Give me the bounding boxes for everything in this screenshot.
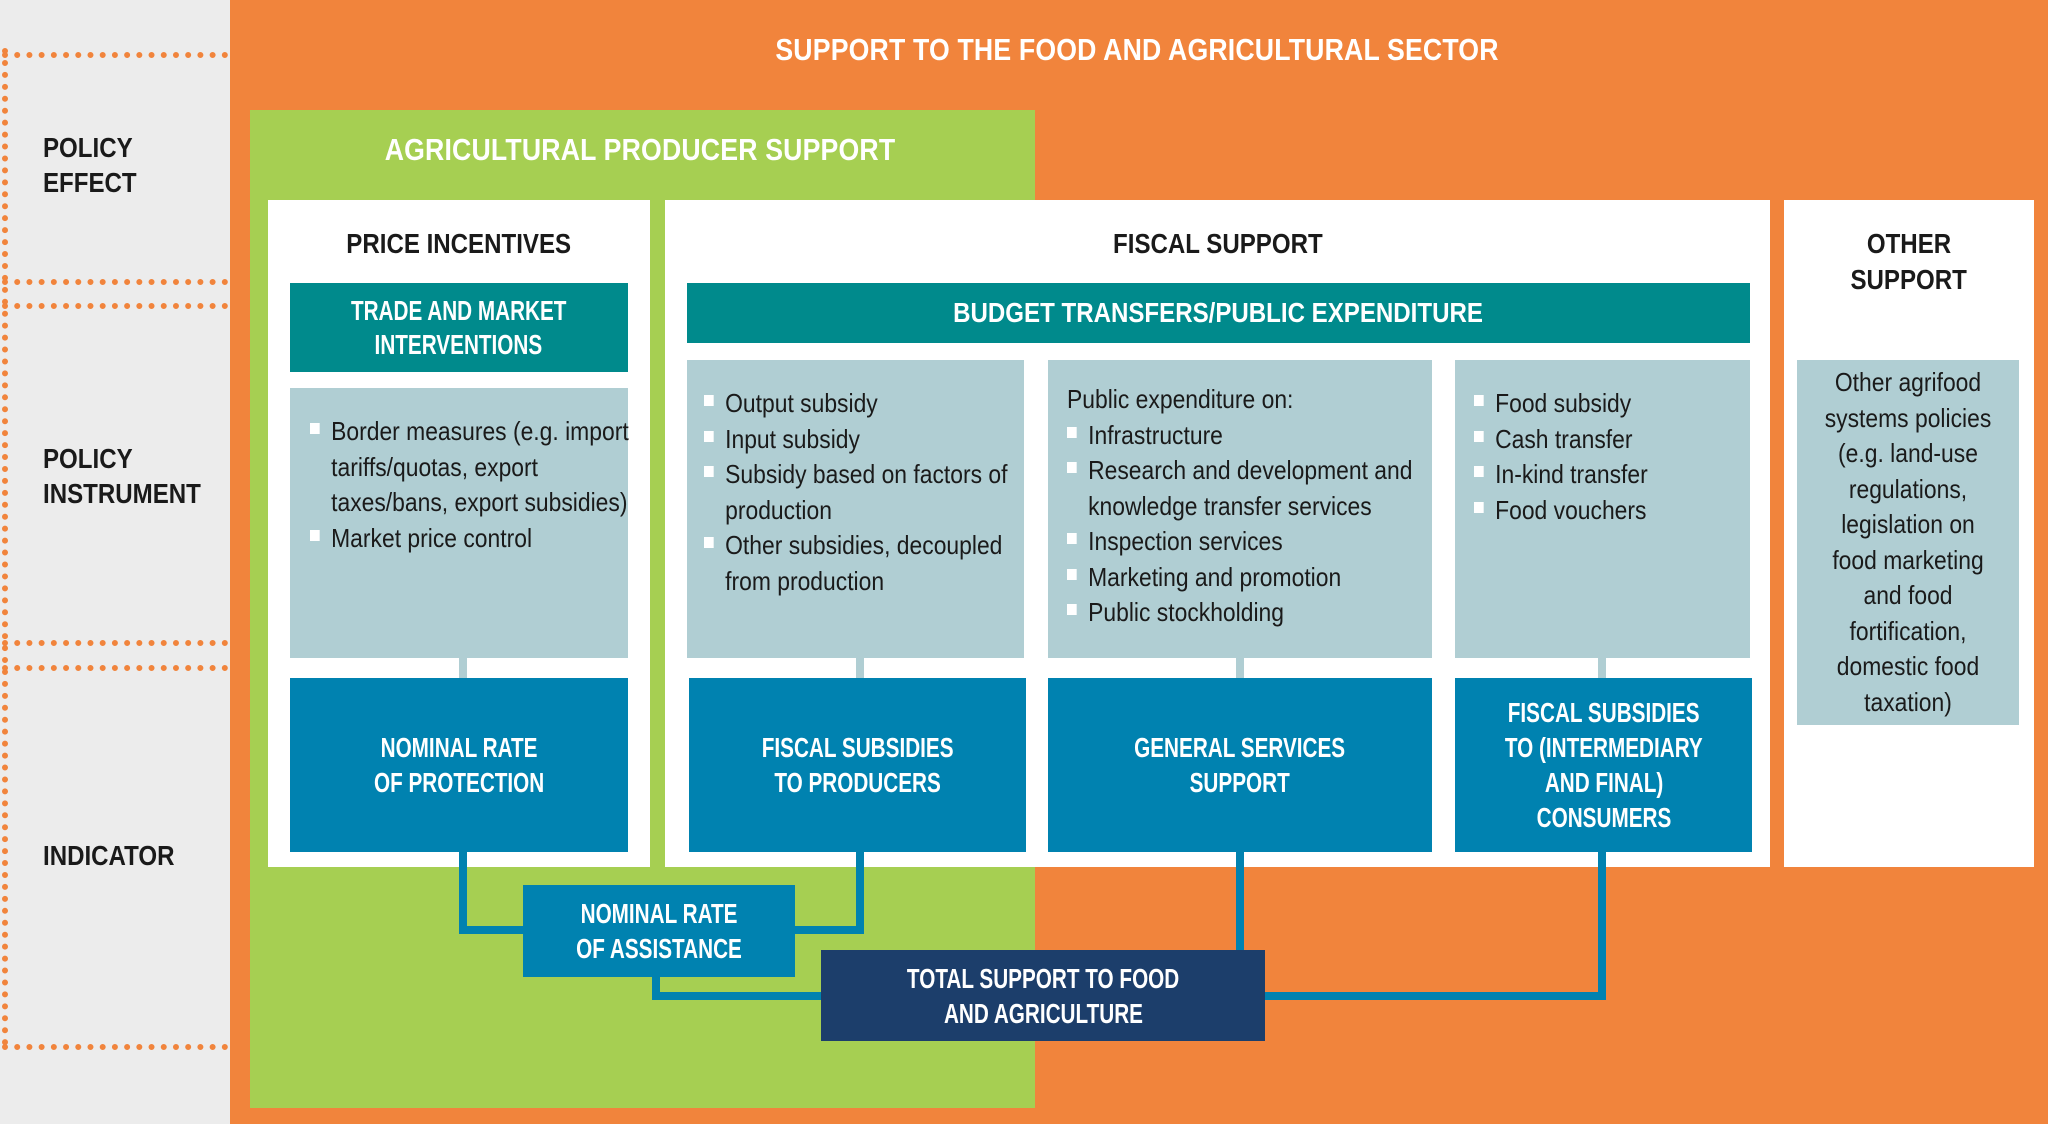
list-item: Food subsidy [1474,386,1760,422]
connector-nra-to-tsfa [652,992,822,1000]
budget-transfers-box: BUDGET TRANSFERS/PUBLIC EXPENDITURE [687,283,1750,343]
price-incentives-title: PRICE INCENTIVES [346,228,572,259]
consumer-transfers-box: Food subsidy Cash transfer In-kind trans… [1455,360,1750,658]
connector-fsc-to-tsfa [1263,992,1606,1000]
list-item: In-kind transfer [1474,457,1760,493]
producer-support-title: AGRICULTURAL PRODUCER SUPPORT [384,132,896,167]
list-item: Research and development and knowledge t… [1067,453,1443,524]
connector-fsp-to-nra [790,926,864,934]
other-policies-box: Other agrifood systems policies (e.g. la… [1797,360,2019,725]
list-item: Food vouchers [1474,493,1760,529]
dotted-guide-indicator-top [2,665,228,671]
list-item: Infrastructure [1067,418,1443,454]
connector-nrp-down [459,850,467,934]
list-item: Border measures (e.g. import tariffs/quo… [310,414,633,521]
price-instruments-box: Border measures (e.g. import tariffs/quo… [290,388,629,658]
dotted-guide-instrument-top [2,303,228,309]
dotted-guide-effect-bottom [2,279,228,285]
list-item: Subsidy based on factors of production [704,457,1033,528]
connector-consumer-list [1598,658,1606,678]
list-item: Cash transfer [1474,422,1760,458]
row-label-policy-effect: POLICY EFFECT [43,132,137,198]
diagram-title: SUPPORT TO THE FOOD AND AGRICULTURAL SEC… [775,32,1499,67]
connector-gss-to-tsfa [1236,850,1244,952]
dotted-guide-bottom [2,1044,228,1050]
list-item: Input subsidy [704,422,1033,458]
producer-subsidies-box: Output subsidy Input subsidy Subsidy bas… [687,360,1024,658]
connector-fsp-down [856,850,864,934]
list-item: Inspection services [1067,524,1443,560]
connector-nra-down [652,970,660,1000]
dotted-guide-instrument-bottom [2,640,228,646]
list-item: Marketing and promotion [1067,560,1443,596]
fiscal-support-title: FISCAL SUPPORT [1112,228,1323,259]
list-item: Output subsidy [704,386,1033,422]
connector-expenditure-list [1236,658,1244,678]
list-item: Market price control [310,521,633,557]
row-label-indicator: INDICATOR [43,840,175,871]
dotted-guide-top [2,52,228,58]
public-expenditure-intro: Public expenditure on: [1067,384,1294,414]
dotted-guide-vertical [2,48,8,1046]
list-item: Public stockholding [1067,595,1443,631]
connector-price-list [459,658,467,678]
public-expenditure-box: Public expenditure on: Infrastructure Re… [1048,360,1432,658]
row-label-policy-instrument: POLICY INSTRUMENT [43,443,201,509]
list-item: Other subsidies, decoupled from producti… [704,528,1033,599]
connector-fsc-down [1598,850,1606,1000]
connector-nrp-to-nra [459,926,529,934]
connector-producer-list [856,658,864,678]
